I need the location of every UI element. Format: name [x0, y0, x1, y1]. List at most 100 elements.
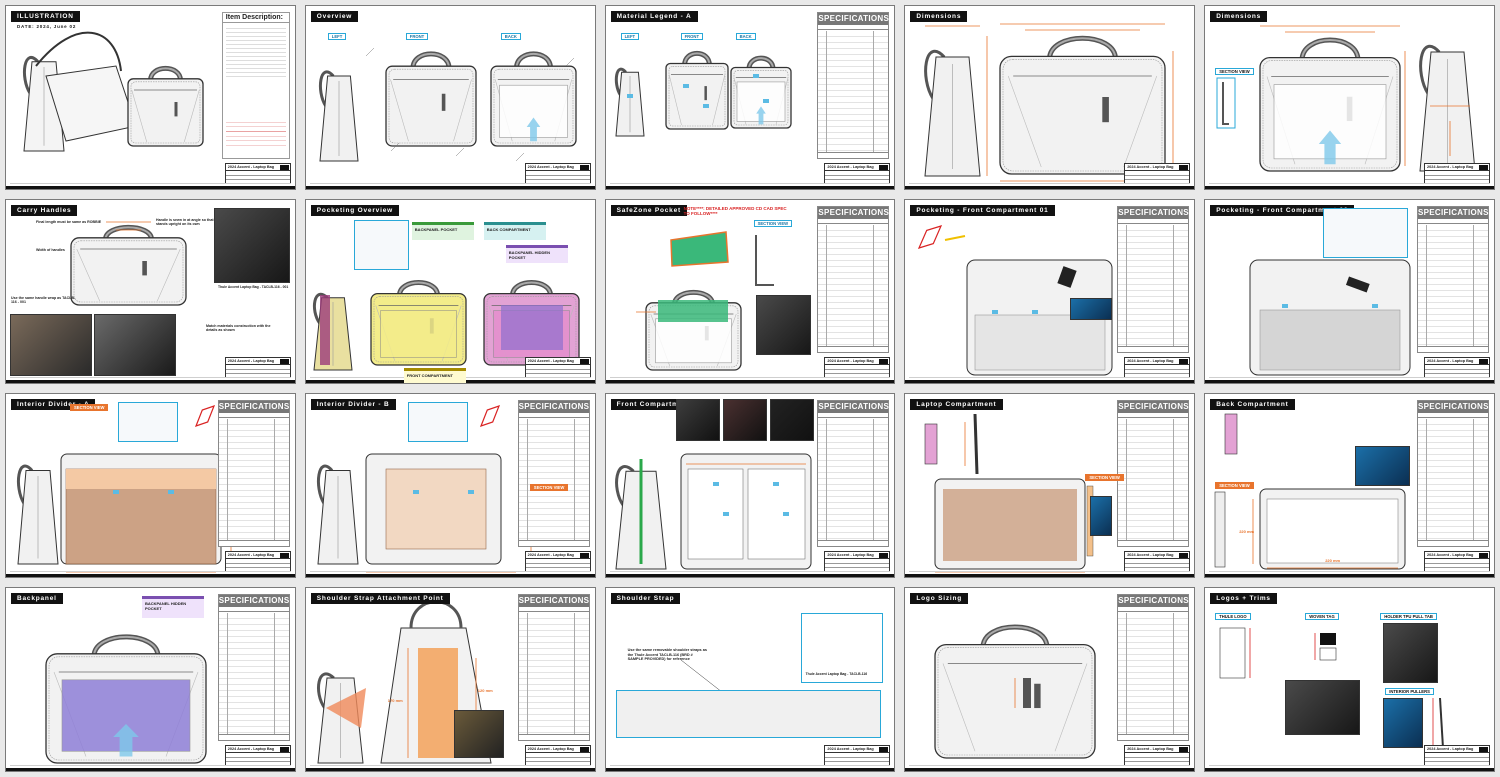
bag-illustration — [999, 35, 1167, 175]
item-description-box: Item Description: — [221, 12, 290, 159]
specifications-panel: SPECIFICATIONS: — [1117, 206, 1192, 353]
interior-puller-photo — [1383, 698, 1424, 748]
bag-illustration — [127, 65, 204, 147]
logo-placement — [1023, 678, 1032, 708]
view-tag-front: FRONT — [680, 33, 704, 40]
sheet-drawing — [614, 453, 812, 570]
spec-column-headers — [1118, 413, 1189, 418]
dimension-label-1: 220 mm — [1239, 529, 1255, 534]
panel-lines — [131, 89, 200, 143]
title-block-row — [525, 365, 590, 370]
title-block-row — [225, 564, 290, 568]
section-profile — [1214, 491, 1226, 568]
title-block-row — [1424, 559, 1489, 564]
inner-panel — [654, 318, 732, 364]
strap-reference-frame — [800, 613, 883, 683]
sleeve-profile — [973, 413, 979, 475]
callout-marker — [772, 482, 779, 486]
thule-logo-mark — [704, 86, 707, 101]
card-graphic — [1346, 276, 1370, 293]
bag-illustration — [1259, 37, 1401, 172]
section-profile — [754, 235, 774, 286]
sheet-drawing — [635, 231, 774, 371]
title-block: 2024 Accent - Laptop Bag — [524, 357, 591, 378]
trim-label-2: WOVEN TAG — [1305, 613, 1339, 620]
title-block-product: 2024 Accent - Laptop Bag — [1125, 164, 1190, 171]
spec-table-rows — [818, 225, 889, 346]
sheet-title: Backpanel — [11, 593, 63, 604]
sheet-title: Pocketing - Front Compartment 01 — [910, 205, 1055, 216]
safezone-pocket-fill — [657, 300, 728, 322]
sheet-title: Front Compartment — [610, 399, 697, 410]
view-tag-front: FRONT — [405, 33, 429, 40]
title-block-product: 2024 Accent - Laptop Bag — [1125, 552, 1190, 559]
title-block: 2024 Accent - Laptop Bag — [824, 745, 891, 766]
bag-side-view — [312, 293, 353, 371]
callout-marker — [412, 490, 419, 494]
bag-stitching — [493, 68, 574, 144]
material-photo — [1090, 496, 1113, 536]
insert-arrow — [113, 724, 139, 757]
callout-note-5: Match materials construction with the de… — [206, 324, 271, 333]
title-block: 2024 Accent - Laptop Bag — [824, 163, 891, 184]
title-block-badge — [1478, 747, 1488, 752]
title-block-row — [1125, 171, 1190, 176]
title-block-product: 2024 Accent - Laptop Bag — [225, 358, 290, 365]
section-view-label: SECTION VIEW — [1085, 474, 1124, 481]
mesh-pocket — [1259, 309, 1401, 371]
sheet-drawing — [45, 634, 207, 764]
title-block: 2024 Accent - Laptop Bag — [524, 551, 591, 572]
title-block-row — [1424, 564, 1489, 568]
specifications-heading: SPECIFICATIONS: — [518, 595, 593, 607]
title-block-product: 2024 Accent - Laptop Bag — [1424, 552, 1489, 559]
bag-stitching — [1003, 59, 1163, 172]
handle-inner — [93, 636, 159, 657]
strap — [318, 70, 335, 107]
title-block-row — [825, 171, 890, 176]
sheet-title: Logos + Trims — [1210, 593, 1277, 604]
footer-rule — [10, 377, 291, 379]
title-block-product: 2024 Accent - Laptop Bag — [525, 164, 590, 171]
leader-line — [565, 57, 574, 67]
title-block-row — [1125, 753, 1190, 758]
side-pocket-fill — [319, 295, 330, 365]
specifications-panel: SPECIFICATIONS: — [1117, 594, 1192, 741]
footer-rule — [609, 183, 891, 185]
spec-sheet-s9: Pocketing - Front Compartment 01 SPECIFIC… — [904, 199, 1196, 384]
title-block-row — [825, 559, 890, 564]
thule-logo-mark — [142, 261, 147, 276]
bag-side-view — [17, 464, 59, 565]
footer-bar — [1205, 186, 1494, 189]
title-block-row — [525, 564, 590, 568]
handle-inner — [398, 281, 439, 296]
footer-rule — [1209, 183, 1490, 185]
title-block-badge — [1478, 553, 1488, 558]
title-block: 2024 Accent - Laptop Bag — [224, 357, 291, 378]
specifications-heading: SPECIFICATIONS: — [218, 595, 293, 607]
safezone-note: NOTE****: DETAILED APPROVED CD CAD SPEC … — [683, 206, 787, 216]
title-block-row — [1424, 758, 1489, 762]
title-block-badge — [1478, 359, 1488, 364]
title-block-row — [825, 370, 890, 374]
title-block-row — [825, 176, 890, 180]
specifications-panel: SPECIFICATIONS: — [217, 594, 293, 741]
section-view-label: SECTION VIEW — [1215, 68, 1254, 75]
title-block-row — [825, 753, 890, 758]
footer-rule — [909, 183, 1191, 185]
sheet-title: SafeZone Pocket — [610, 205, 687, 216]
title-block: 2024 Accent - Laptop Bag — [1423, 745, 1490, 766]
spec-table-rows — [1118, 225, 1189, 346]
specifications-heading: SPECIFICATIONS: — [218, 401, 293, 413]
sheet-drawing — [1216, 25, 1476, 172]
sheet-subtitle: DATE: 2024, June 02 — [11, 23, 83, 30]
view-tag-back: BACK — [500, 33, 521, 40]
title-block: 2024 Accent - Laptop Bag — [224, 551, 291, 572]
bag-side-view — [924, 49, 981, 177]
reference-photo-top — [214, 208, 290, 283]
bag-stitching — [1262, 60, 1398, 169]
